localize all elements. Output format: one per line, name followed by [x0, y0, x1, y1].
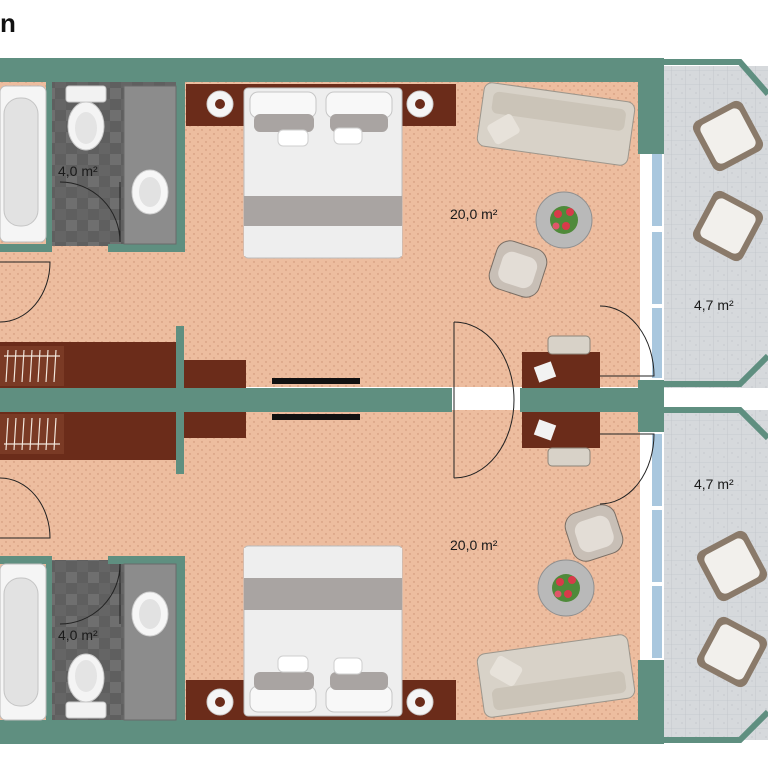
nightstand-lamp-left [206, 688, 234, 716]
facade-wall-bottom [638, 660, 664, 744]
top-bath-bottom-wall [108, 244, 185, 252]
connecting-door [453, 321, 515, 479]
toilet [65, 653, 107, 719]
vanity-counter [123, 563, 177, 721]
top-wardrobe-end-wall [176, 326, 184, 388]
bottom-glass-3 [652, 586, 662, 658]
balcony-door-swing [599, 433, 655, 505]
top-bath-right-wall [176, 82, 185, 250]
top-tv [272, 378, 360, 384]
bottom-wardrobe-end-wall [176, 412, 184, 474]
bottom-bathroom: 4,0 m² [0, 563, 177, 721]
balcony-chair [696, 530, 768, 602]
top-balcony: 4,7 m² [692, 100, 764, 313]
double-bed [243, 87, 403, 259]
bottom-glass-1 [652, 434, 662, 506]
walls [0, 58, 664, 744]
top-bath-bottom-wall-left [0, 244, 52, 252]
top-exterior-wall [0, 58, 664, 82]
bath-door-swing [59, 181, 121, 243]
bottom-wardrobe [0, 412, 246, 460]
top-glass-3 [652, 308, 662, 378]
balcony-chair [692, 190, 764, 262]
top-balcony-railing [664, 59, 768, 387]
nightstand-lamp-left [206, 90, 234, 118]
toilet [65, 85, 107, 151]
coffee-table [535, 191, 593, 249]
page-title-fragment: n [0, 8, 16, 38]
top-entry-door-swing [0, 261, 51, 323]
top-bedroom-area-label: 20,0 m² [450, 206, 498, 222]
top-wardrobe [0, 342, 246, 388]
top-glass-1 [652, 154, 662, 226]
bottom-tv [272, 414, 360, 420]
bottom-glass-2 [652, 510, 662, 582]
bottom-bathroom-area-label: 4,0 m² [58, 627, 98, 643]
top-bathroom: 4,0 m² [0, 85, 177, 245]
top-balcony-area-label: 4,7 m² [694, 297, 734, 313]
armchair [564, 504, 624, 562]
top-glass-2 [652, 232, 662, 304]
double-bed [243, 545, 403, 717]
bottom-bedroom-area-label: 20,0 m² [450, 537, 498, 553]
bath-divider-bottom [46, 560, 52, 720]
facade-wall-mid [638, 380, 664, 432]
party-wall-left [0, 388, 452, 412]
balcony-chair [696, 616, 768, 688]
desk [522, 335, 600, 388]
coffee-table [537, 559, 595, 617]
bottom-bedroom: 20,0 m² [186, 412, 655, 720]
top-bathroom-area-label: 4,0 m² [58, 163, 98, 179]
sofa [476, 634, 636, 718]
top-bedroom: 20,0 m² [186, 82, 655, 388]
armchair [488, 240, 548, 298]
balcony-door-swing [599, 305, 655, 377]
balcony-chair [692, 100, 764, 172]
bottom-balcony-railing [664, 407, 768, 743]
bottom-exterior-wall [0, 720, 664, 744]
top-dresser [184, 360, 246, 388]
bottom-entry-door-swing [0, 477, 51, 539]
bottom-balcony-area-label: 4,7 m² [694, 476, 734, 492]
entry-doors [0, 261, 51, 539]
bottom-balcony: 4,7 m² [694, 476, 768, 688]
bottom-bath-top-wall-left [0, 556, 52, 564]
desk [522, 412, 600, 467]
bath-door-swing [59, 563, 121, 625]
bathtub-basin [3, 577, 39, 707]
sofa [476, 82, 636, 166]
balcony-railings [664, 59, 768, 743]
nightstand-lamp-right [406, 688, 434, 716]
vanity-counter [123, 85, 177, 245]
bathtub-basin [3, 97, 39, 227]
bottom-bath-top-wall [108, 556, 185, 564]
bath-divider-top [46, 82, 52, 246]
facade-wall-top [638, 58, 664, 154]
balcony-glazing [652, 154, 662, 658]
bottom-bath-right-wall [176, 556, 185, 722]
nightstand-lamp-right [406, 90, 434, 118]
bottom-dresser [184, 412, 246, 438]
